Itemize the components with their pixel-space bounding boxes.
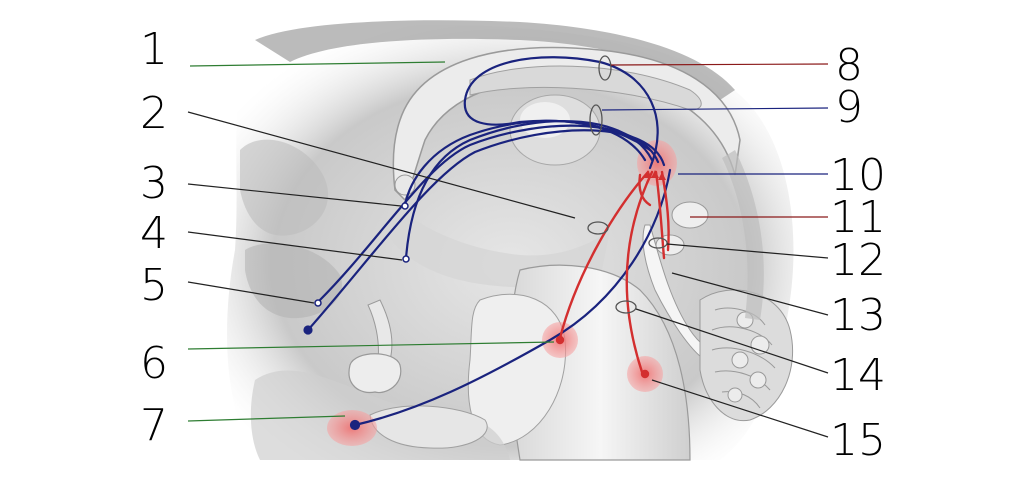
red-fiber-15 <box>625 170 654 374</box>
red-terminal-6 <box>555 335 565 345</box>
blue-fiber-long <box>353 168 672 427</box>
label-5: 5 <box>140 260 168 311</box>
leader-3 <box>187 183 402 207</box>
blue-terminal-7 <box>349 419 361 431</box>
leader-5 <box>187 281 315 304</box>
frontal-gyri <box>240 139 329 236</box>
red-fiber-6 <box>558 170 650 340</box>
leader-4 <box>187 231 403 261</box>
cerebellum <box>699 289 794 422</box>
blue-fiber-d <box>306 129 666 332</box>
label-1: 1 <box>140 24 168 75</box>
number-labels: 1 2 3 4 5 6 7 8 9 10 11 12 13 14 15 <box>140 24 886 466</box>
blue-terminal-5 <box>314 299 322 307</box>
ring-14 <box>615 300 637 314</box>
leader-13 <box>671 272 829 316</box>
label-8: 8 <box>835 40 863 91</box>
label-6: 6 <box>140 338 168 389</box>
leader-9 <box>601 107 829 111</box>
leader-1 <box>189 61 446 67</box>
label-9: 9 <box>835 82 863 133</box>
ring-8 <box>598 55 612 81</box>
blue-terminal-3 <box>401 202 409 210</box>
leader-2 <box>187 111 576 219</box>
leader-6 <box>187 341 555 350</box>
pituitary <box>348 353 402 394</box>
leader-15 <box>651 379 829 438</box>
label-11: 11 <box>830 192 886 243</box>
red-fiber-c <box>638 173 652 207</box>
red-terminal-15 <box>640 369 650 379</box>
red-arrow-3 <box>658 172 666 180</box>
cingulate-rim <box>255 20 735 100</box>
ring-12 <box>648 237 668 249</box>
leader-12 <box>666 243 829 259</box>
red-pathways <box>555 170 670 379</box>
ring-2 <box>587 221 609 235</box>
blue-terminal-6 <box>303 325 313 335</box>
fornix <box>469 65 702 111</box>
pons <box>467 293 567 446</box>
label-3: 3 <box>140 158 168 209</box>
label-4: 4 <box>140 208 168 259</box>
label-14: 14 <box>830 350 886 401</box>
red-arrow-1 <box>644 170 652 178</box>
leader-8 <box>610 63 829 66</box>
brain-illustration <box>227 20 794 461</box>
label-7: 7 <box>140 400 168 451</box>
label-13: 13 <box>830 290 886 341</box>
blue-terminal-4 <box>402 255 410 263</box>
label-2: 2 <box>140 88 168 139</box>
leader-7 <box>187 415 346 422</box>
ring-9 <box>589 104 603 136</box>
amygdala-region <box>369 405 488 449</box>
posterior-border <box>722 150 764 320</box>
leader-lines <box>187 61 829 438</box>
label-12: 12 <box>830 235 886 286</box>
superior-colliculus <box>671 201 709 229</box>
blue-pathways <box>303 56 672 431</box>
leader-14 <box>635 308 829 374</box>
label-10: 10 <box>830 150 886 201</box>
label-15: 15 <box>830 415 886 466</box>
red-fiber-a <box>654 170 666 260</box>
tract-markers <box>587 55 668 314</box>
red-arrow-2 <box>651 170 659 178</box>
